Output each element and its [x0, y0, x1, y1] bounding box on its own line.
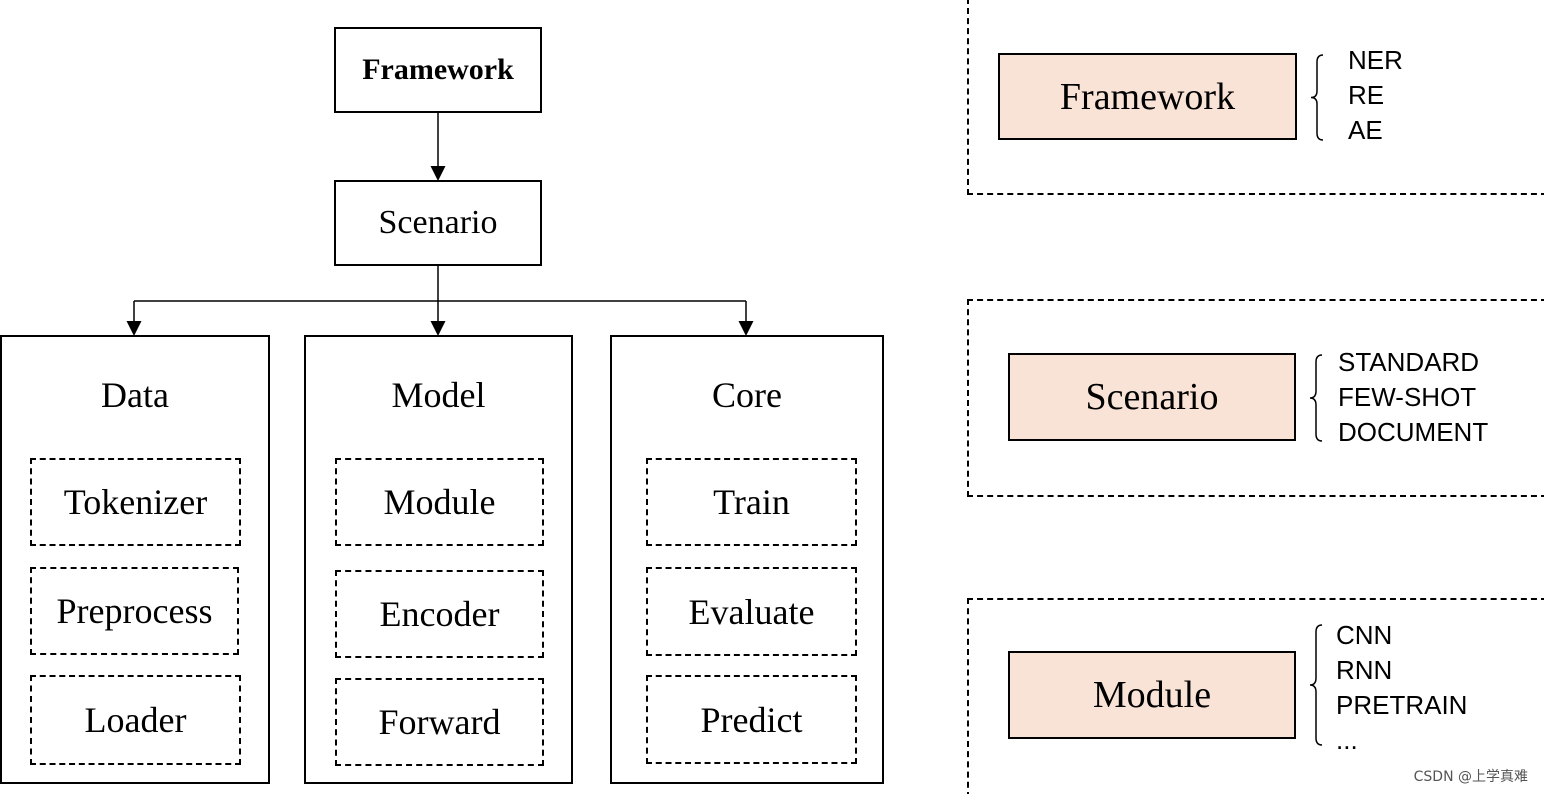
scenario-box: Scenario — [334, 180, 542, 266]
scenario-option-few-shot: FEW-SHOT — [1338, 382, 1477, 412]
module-option-more: ... — [1336, 725, 1358, 755]
data-group-title: Data — [101, 375, 169, 415]
scenario-panel-box: Scenario — [1008, 353, 1296, 441]
tokenizer-box: Tokenizer — [30, 458, 241, 546]
encoder-box: Encoder — [335, 570, 544, 658]
predict-box: Predict — [646, 675, 857, 764]
module-brace-icon — [1308, 624, 1324, 746]
scenario-options: STANDARD FEW-SHOT DOCUMENT — [1338, 345, 1488, 450]
framework-option-re: RE — [1348, 80, 1385, 110]
framework-panel — [967, 0, 1544, 195]
core-group-title: Core — [712, 375, 782, 415]
framework-panel-box: Framework — [998, 53, 1297, 140]
scenario-option-standard: STANDARD — [1338, 347, 1480, 377]
scenario-option-document: DOCUMENT — [1338, 417, 1489, 447]
framework-options: NER RE AE — [1348, 43, 1403, 148]
preprocess-box: Preprocess — [30, 567, 239, 655]
scenario-brace-icon — [1308, 354, 1324, 442]
evaluate-box: Evaluate — [646, 567, 857, 656]
module-box: Module — [335, 458, 544, 546]
module-panel-box: Module — [1008, 651, 1296, 739]
model-group: Model Module Encoder Forward — [304, 335, 573, 784]
framework-option-ae: AE — [1348, 115, 1383, 145]
framework-option-ner: NER — [1348, 45, 1403, 75]
module-options: CNN RNN PRETRAIN ... — [1336, 618, 1467, 758]
framework-box: Framework — [334, 27, 542, 113]
data-group: Data Tokenizer Preprocess Loader — [0, 335, 270, 784]
module-panel — [967, 598, 1544, 794]
train-box: Train — [646, 458, 857, 546]
scenario-panel — [967, 299, 1544, 497]
loader-box: Loader — [30, 675, 241, 765]
forward-box: Forward — [335, 678, 544, 766]
framework-brace-icon — [1309, 54, 1325, 141]
module-option-pretrain: PRETRAIN — [1336, 690, 1468, 720]
core-group: Core Train Evaluate Predict — [610, 335, 884, 784]
module-option-rnn: RNN — [1336, 655, 1393, 685]
model-group-title: Model — [391, 375, 486, 415]
watermark: CSDN @上学真难 — [1413, 769, 1528, 785]
module-option-cnn: CNN — [1336, 620, 1393, 650]
